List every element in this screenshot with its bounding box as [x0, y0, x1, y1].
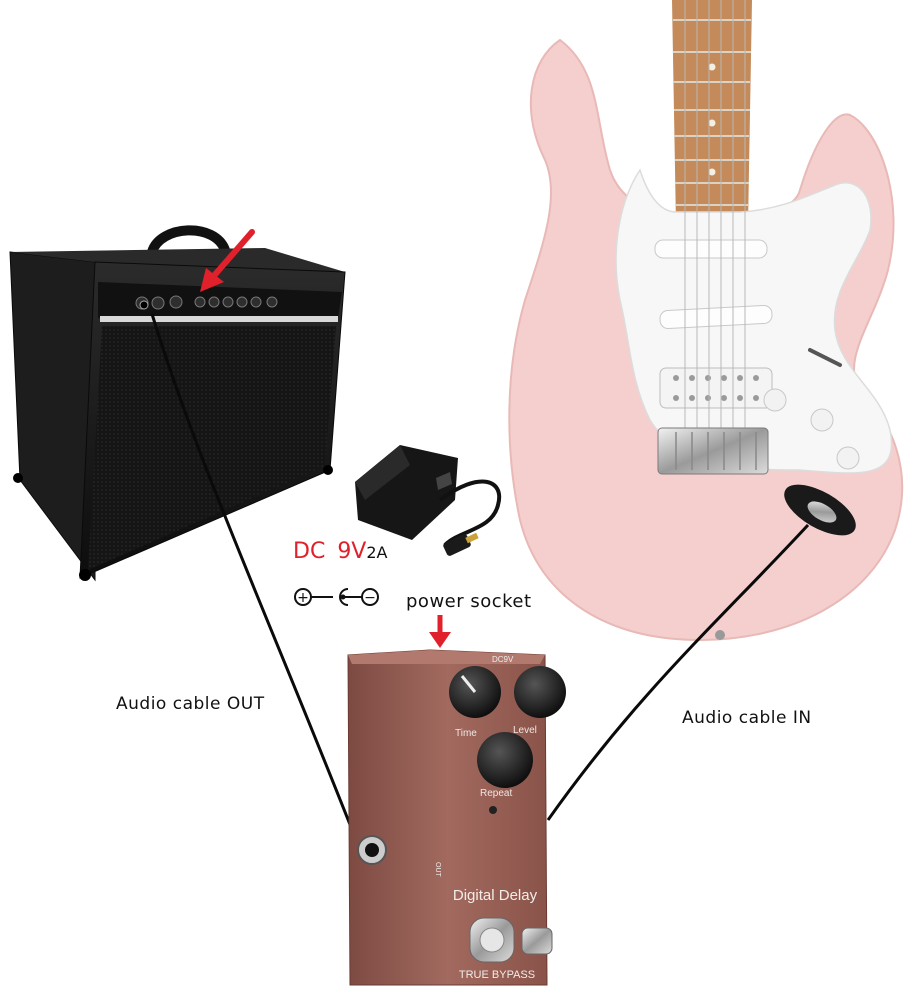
knob-level-label: Level — [513, 725, 537, 736]
guitar-bridge — [657, 427, 769, 475]
pedal-name: Digital Delay — [453, 887, 538, 904]
humbucker-pickup — [659, 367, 773, 409]
audio-cable-out — [150, 313, 362, 851]
pedal-footswitch — [469, 917, 553, 963]
pedal-power-marking: DC9V — [492, 655, 514, 664]
knob-level — [514, 666, 566, 718]
label-audio-cable-out: Audio cable OUT — [116, 694, 265, 714]
label-audio-cable-in: Audio cable IN — [682, 708, 812, 728]
power-socket-arrow — [429, 615, 451, 648]
polarity-plus: + — [297, 590, 309, 606]
knob-time — [449, 666, 501, 718]
middle-pickup — [659, 304, 773, 330]
amp-input-jack — [139, 300, 149, 310]
guitar-strings — [684, 0, 746, 440]
label-dc-rating: DC 9V2A — [293, 539, 387, 564]
pedal-out-label: OUT — [434, 862, 441, 878]
digital-delay-pedal: DC9V Time Level Repeat OUT Digital Delay — [347, 649, 566, 986]
pedal-output-jack — [357, 835, 387, 865]
knob-time-label: Time — [455, 728, 477, 739]
guitar-fretboard — [672, 0, 752, 225]
amp-handle — [147, 225, 230, 257]
knob-repeat-label: Repeat — [480, 788, 512, 799]
amp-input-arrow — [200, 229, 255, 292]
audio-cable-in — [546, 523, 810, 821]
fret-markers — [708, 63, 716, 176]
polarity-symbol: + − — [294, 588, 379, 606]
pedal-footer: TRUE BYPASS — [459, 969, 535, 981]
electric-guitar — [508, 0, 904, 642]
fret-lines — [673, 19, 751, 206]
amp-grille — [88, 326, 336, 570]
polarity-minus: − — [364, 590, 376, 606]
label-voltage: 9V — [337, 539, 367, 564]
label-power-socket: power socket — [406, 591, 532, 612]
knob-repeat — [477, 732, 533, 788]
guitar-control-knobs — [763, 388, 860, 470]
label-dc: DC — [293, 539, 326, 564]
amp-knobs — [135, 295, 278, 310]
neck-pickup — [654, 239, 768, 259]
pedal-led — [489, 806, 497, 814]
label-amperage: 2A — [366, 543, 388, 562]
guitar-amplifier — [9, 225, 346, 582]
power-adapter — [355, 445, 502, 556]
